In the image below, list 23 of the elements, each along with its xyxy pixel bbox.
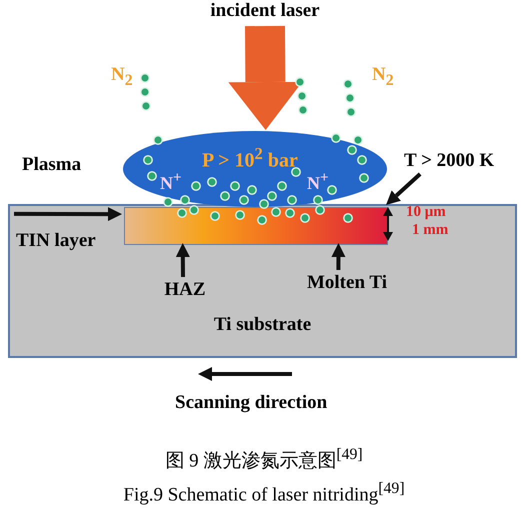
callout-text: incident laser	[170, 0, 360, 26]
gas-label: N$_{2}$	[111, 64, 133, 90]
caption-text: Fig.9 Schematic of laser nitriding$^{[49]}$	[122, 480, 406, 506]
gas-label: N$_{2}$	[372, 64, 394, 90]
pressure-label: P > 10$^{2}$ bar	[202, 144, 298, 173]
plasma-label: Plasma	[22, 154, 82, 176]
caption-text: 图 9 激光渗氮示意图$^{[49]}$	[164, 446, 364, 474]
direction-label: Scanning direction	[175, 392, 328, 414]
callout-text: T > 2000 K	[404, 150, 528, 174]
melt-layer	[124, 207, 388, 245]
substrate-label: Ti substrate	[212, 314, 312, 336]
arrow	[386, 172, 422, 205]
callout-text: TIN layer	[16, 208, 116, 254]
callout-text: Molten Ti	[292, 272, 402, 296]
arrow	[331, 243, 346, 270]
arrow	[176, 243, 190, 278]
ion-label: N$^{+}$	[307, 170, 329, 194]
ion-label: N$^{+}$	[160, 170, 182, 194]
dimension-label: 10 μm	[406, 204, 446, 221]
callout-text: HAZ	[162, 279, 208, 303]
substrate-block	[8, 204, 517, 358]
dimension-label: 1 mm	[412, 222, 448, 239]
arrow	[14, 207, 122, 222]
